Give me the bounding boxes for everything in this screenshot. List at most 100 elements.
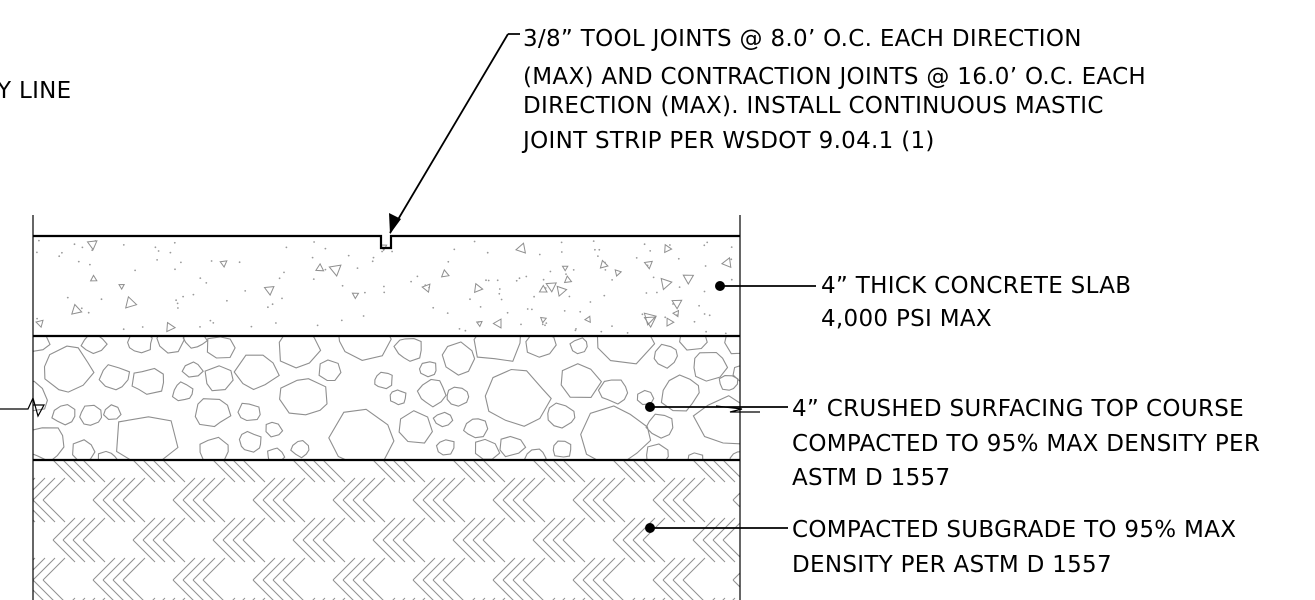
subgrade-hatch-line: [682, 557, 706, 581]
subgrade-hatch-line: [462, 517, 486, 541]
gravel-stone: [238, 430, 262, 453]
subgrade-hatch-line: [322, 539, 346, 563]
aggregate-speck: [410, 280, 412, 283]
aggregate-triangle: [660, 277, 673, 291]
subgrade-hatch-line: [33, 599, 34, 600]
subgrade-hatch-line: [102, 499, 126, 523]
aggregate-speck: [677, 257, 680, 260]
gravel-stone: [278, 336, 322, 369]
aggregate-speck: [464, 329, 467, 332]
subgrade-hatch-line: [692, 539, 716, 563]
subgrade-hatch-line: [672, 579, 694, 600]
gravel-stone: [596, 336, 656, 365]
aggregate-speck: [574, 329, 577, 332]
aggregate-speck: [36, 251, 38, 254]
subgrade-hatch-line: [102, 557, 126, 581]
subgrade-hatch-line: [392, 460, 416, 483]
surfacing-note: 4” CRUSHED SURFACING TOP COURSE COMPACTE…: [792, 396, 1268, 491]
gravel-stone: [267, 447, 286, 460]
subgrade-hatch-line: [753, 558, 775, 580]
subgrade-hatch-line: [122, 499, 146, 523]
aggregate-triangle: [538, 284, 548, 293]
subgrade-hatch-line: [412, 477, 436, 501]
aggregate-speck: [645, 292, 648, 294]
subgrade-hatch-line: [763, 558, 785, 580]
subgrade-hatch-line: [172, 579, 194, 600]
subgrade-hatch-line: [33, 477, 56, 501]
aggregate-speck: [91, 249, 94, 252]
subgrade-hatch-line: [732, 499, 740, 508]
subgrade-hatch-line: [472, 460, 496, 483]
subgrade-hatch-line: [612, 517, 636, 541]
aggregate-speck: [364, 291, 366, 294]
subgrade-hatch-line: [33, 589, 44, 600]
aggregate-speck: [446, 312, 449, 314]
tool-joints-note: 3/8” TOOL JOINTS @ 8.0’ O.C. EACH DIRECT…: [521, 26, 1154, 154]
gravel-stone: [660, 374, 700, 412]
subgrade-hatch-line: [182, 557, 206, 581]
aggregate-speck: [340, 319, 343, 322]
aggregate-speck: [664, 316, 667, 319]
aggregate-triangle: [563, 275, 573, 284]
aggregate-speck: [80, 307, 83, 310]
aggregate-speck: [611, 325, 613, 327]
subgrade-hatch-line: [622, 539, 646, 563]
aggregate-speck: [646, 264, 649, 267]
aggregate-speck: [250, 325, 253, 328]
tool-joint-arrowhead: [389, 213, 401, 234]
gravel-stone: [398, 410, 434, 444]
aggregate-speck: [597, 255, 599, 257]
aggregate-speck: [278, 277, 281, 280]
aggregate-speck: [371, 260, 374, 263]
subgrade-hatch-line: [592, 579, 614, 600]
aggregate-speck: [154, 246, 157, 249]
aggregate-speck: [73, 243, 76, 246]
aggregate-triangle: [35, 319, 44, 329]
aggregate-speck: [199, 277, 202, 279]
subgrade-hatch-line: [572, 477, 596, 501]
aggregate-speck: [275, 322, 277, 324]
concrete-aggregate-pattern: [35, 239, 733, 335]
subgrade-hatch-line: [202, 579, 224, 600]
subgrade-hatch-line: [692, 517, 716, 541]
subgrade-hatch-line: [452, 539, 476, 563]
subgrade-hatch-line: [652, 557, 676, 581]
aggregate-speck: [176, 302, 179, 305]
subgrade-hatch-line: [62, 539, 86, 563]
subgrade-hatch-line: [312, 539, 336, 563]
subgrade-hatch-line: [82, 460, 106, 483]
aggregate-speck: [669, 244, 671, 246]
subgrade-hatch-line: [172, 557, 196, 581]
aggregate-triangle: [492, 318, 502, 329]
aggregate-speck: [122, 328, 125, 331]
subgrade-hatch-pattern: [33, 460, 785, 600]
property-line-label: Y LINE: [0, 78, 72, 104]
gravel-stone: [338, 336, 392, 361]
subgrade-hatch-line: [452, 517, 476, 541]
subgrade-hatch-line: [522, 579, 544, 600]
aggregate-speck: [592, 240, 595, 243]
aggregate-speck: [611, 279, 613, 281]
subgrade-hatch-line: [412, 499, 436, 523]
subgrade-hatch-line: [132, 517, 156, 541]
aggregate-speck: [730, 258, 733, 261]
subgrade-hatch-line: [162, 517, 186, 541]
gravel-stone: [374, 371, 393, 390]
gravel-stone: [569, 337, 588, 355]
subgrade-hatch-line: [292, 539, 316, 563]
subgrade-hatch-line: [232, 517, 256, 541]
aggregate-speck: [175, 299, 178, 302]
subgrade-hatch-line: [332, 557, 356, 581]
subgrade-hatch-line: [753, 580, 775, 600]
gravel-stone: [237, 402, 261, 422]
subgrade-hatch-line: [542, 517, 566, 541]
subgrade-hatch-line: [753, 478, 775, 500]
gravel-stone: [718, 375, 739, 391]
subgrade-hatch-line: [712, 539, 736, 563]
gravel-stone: [116, 416, 179, 460]
aggregate-triangle: [315, 262, 325, 272]
subgrade-hatch-line: [262, 557, 286, 581]
subgrade-hatch-line: [33, 519, 36, 523]
subgrade-hatch-line: [632, 539, 656, 563]
aggregate-speck: [703, 313, 706, 315]
